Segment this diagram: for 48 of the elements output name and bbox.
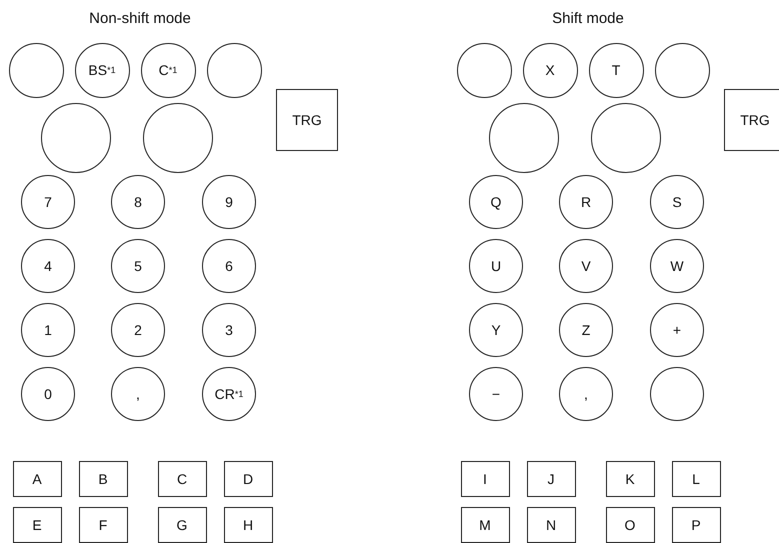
round-key: 5: [111, 239, 165, 293]
square-key: TRG: [724, 89, 779, 151]
square-key: F: [78, 507, 128, 543]
square-key: C: [158, 461, 206, 497]
square-key: K: [606, 461, 654, 497]
square-key: I: [460, 461, 510, 497]
round-key: 3: [202, 303, 256, 357]
square-key: B: [78, 461, 128, 497]
square-key: J: [526, 461, 576, 497]
square-key: O: [606, 507, 654, 543]
round-key: +: [650, 303, 704, 357]
square-key: L: [672, 461, 720, 497]
round-key: 7: [21, 175, 75, 229]
square-key: TRG: [276, 89, 338, 151]
round-key: W: [650, 239, 704, 293]
round-key: Q: [469, 175, 523, 229]
round-key: BS$^{*1}$: [74, 42, 130, 98]
square-key: P: [672, 507, 720, 543]
round-key: 4: [21, 239, 75, 293]
round-key: Z: [559, 303, 613, 357]
round-key: 6: [202, 239, 256, 293]
round-key: ,: [559, 367, 613, 421]
square-key: A: [12, 461, 62, 497]
square-key: D: [224, 461, 272, 497]
round-key: −: [469, 367, 523, 421]
round-key: [650, 367, 704, 421]
round-key: 1: [21, 303, 75, 357]
round-key: C$^{*1}$: [140, 42, 196, 98]
round-key: 9: [202, 175, 256, 229]
round-key: V: [559, 239, 613, 293]
round-key: R: [559, 175, 613, 229]
round-key: S: [650, 175, 704, 229]
round-key: 0: [21, 367, 75, 421]
square-key: G: [158, 507, 206, 543]
square-key: M: [460, 507, 510, 543]
square-key: E: [12, 507, 62, 543]
round-key: X: [522, 42, 578, 98]
panel-title: Non-shift mode: [89, 10, 191, 27]
round-key: ,: [111, 367, 165, 421]
round-key: T: [588, 42, 644, 98]
round-key: Y: [469, 303, 523, 357]
panel-title: Shift mode: [552, 10, 624, 27]
round-key: U: [469, 239, 523, 293]
round-key: 2: [111, 303, 165, 357]
square-key: H: [224, 507, 272, 543]
round-key: 8: [111, 175, 165, 229]
round-key: CR$^{*1}$: [202, 367, 256, 421]
square-key: N: [526, 507, 576, 543]
